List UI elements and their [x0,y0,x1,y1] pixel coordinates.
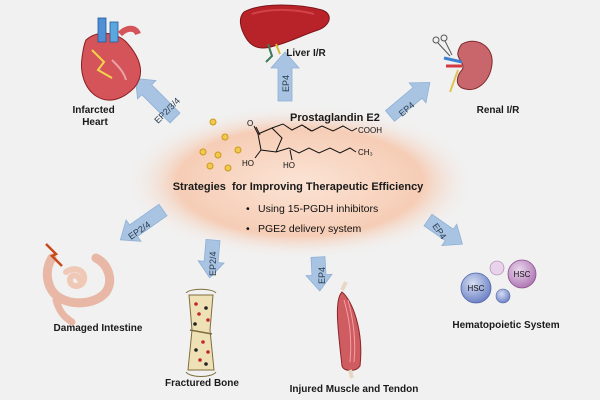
target-label-heart: Infarcted Heart [72,105,117,128]
heart-icon [81,17,142,101]
intestine-icon [42,243,115,326]
chem-methyl: CH₃ [358,148,373,157]
bone-icon [185,288,217,377]
arrow-hsc [423,213,463,247]
pge2-structure [253,123,358,161]
chem-acid: COOH [358,126,382,135]
arrow-intestine [119,203,168,242]
bone-cells [193,302,210,366]
strategy-item-1: Using 15-PGDH inhibitors [258,203,378,215]
arrow-bone [197,238,225,279]
target-label-hsc: Hematopoietic System [452,320,559,331]
target-label-heart-line2: Heart [82,117,108,128]
receptor-label-bone: EP2/4 [208,251,218,276]
chem-ho-right: HO [283,161,295,170]
muscle-icon [336,281,362,379]
arrow-heart [134,77,181,124]
center-ellipse [124,105,476,259]
chem-carbonyl: O [247,119,253,128]
target-label-heart-line1: Infarcted [72,105,114,116]
arrow-kidney [384,82,431,122]
hsc-cell-label-2: HSC [514,270,531,279]
receptor-label-liver: EP4 [281,75,291,92]
receptor-label-muscle: EP4 [317,267,327,284]
kidney-icon [432,34,493,93]
hsc-cells-icon [460,259,537,304]
strategy-item-2: PGE2 delivery system [258,223,362,235]
target-label-liver: Liver I/R [286,48,326,59]
arrow-muscle [305,256,333,292]
bullet-marker-2: • [246,223,250,235]
target-label-kidney: Renal I/R [477,105,521,116]
arrow-liver [270,51,300,102]
liver-icon [239,4,330,63]
pge2-molecule-dots [199,118,242,172]
target-label-muscle: Injured Muscle and Tendon [290,384,419,395]
strategies-heading: Strategies for Improving Therapeutic Eff… [173,181,424,193]
target-label-intestine: Damaged Intestine [54,323,143,334]
hsc-cell-label-1: HSC [468,284,485,293]
compound-name: Prostaglandin E2 [290,112,380,124]
bullet-marker-1: • [246,203,250,215]
clamp-icon [432,34,453,57]
target-label-bone: Fractured Bone [165,378,239,389]
chem-ho-left: HO [242,159,254,168]
